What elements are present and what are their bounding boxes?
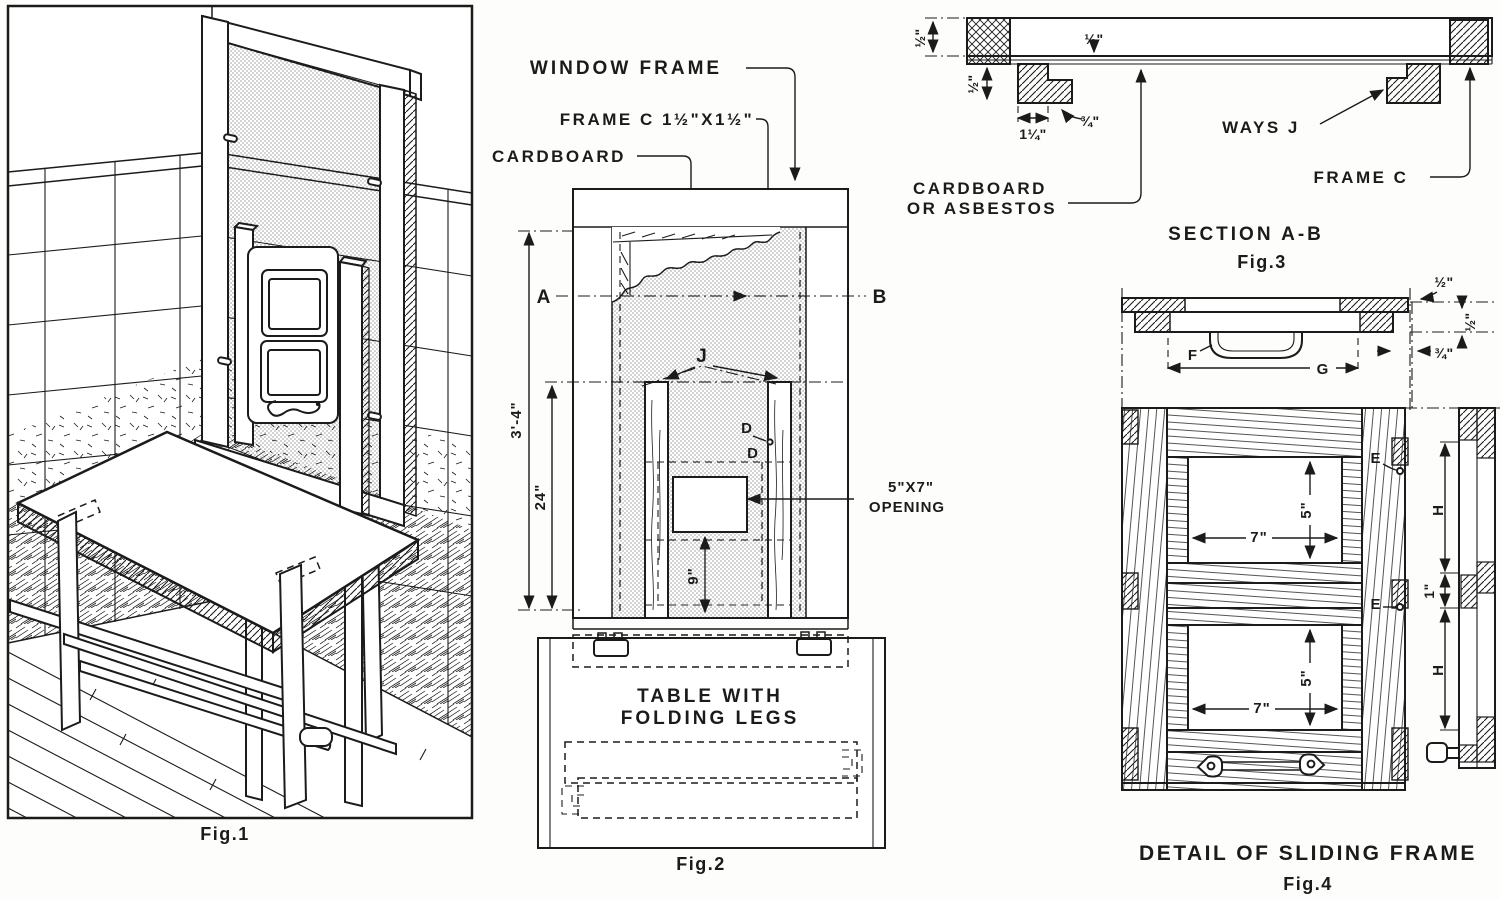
fig4-knob [1426, 742, 1448, 763]
fig4-dim-h2: H [1430, 664, 1447, 676]
fig2-label-opening: OPENING [869, 499, 945, 516]
fig2-caption: Fig.2 [676, 854, 726, 874]
fig2-table-label-1: TABLE WITH [637, 686, 783, 707]
fig4-label-f: F [1188, 347, 1198, 364]
fig4-dim-three-quarter: ¾" [1434, 345, 1453, 361]
fig3-dim-three-quarter: ¾" [1080, 113, 1099, 129]
fig3-left-way-block [1017, 63, 1073, 104]
fig4-front-view: 7" 5" 7" 5" E E [1121, 407, 1409, 791]
fig3-board [966, 17, 1493, 57]
fig4-dim-five-upper: 5" [1298, 501, 1315, 518]
fig4-title: DETAIL OF SLIDING FRAME [1139, 842, 1477, 865]
fig1-caption: Fig.1 [200, 824, 250, 844]
fig4-dim-half-side: ½" [1462, 312, 1478, 331]
fig4-dim-seven-upper: 7" [1250, 529, 1267, 546]
fig2-dim-9: 9" [685, 567, 702, 584]
fig3-label-cardboard-2: OR ASBESTOS [907, 199, 1057, 218]
fig4-dim-seven-lower: 7" [1253, 700, 1270, 717]
fig1-sliding-frame [247, 246, 339, 424]
fig3-label-ways-j: WAYS J [1222, 118, 1300, 137]
fig3-dim-half-left: ½" [912, 28, 928, 47]
fig3-label-frame-c: FRAME C [1314, 168, 1409, 187]
fig4-dim-five-lower: 5" [1298, 669, 1315, 686]
fig3-dim-half-mid: ½" [1084, 31, 1103, 47]
fig4-pull-handle [1196, 753, 1326, 778]
figure-4-sliding-frame-detail: F G ¾" ½" ½" [1121, 274, 1500, 894]
figure-2-front-elevation: WINDOW FRAME FRAME C 1½"X1½" CARDBOARD [492, 58, 945, 874]
fig1-handle [267, 400, 321, 417]
fig4-top-section: F G ¾" ½" ½" [1121, 274, 1478, 378]
figure-1-room-view: Fig.1 [6, 4, 474, 844]
fig3-label-cardboard-1: CARDBOARD [913, 179, 1047, 198]
fig2-label-cardboard: CARDBOARD [492, 147, 626, 166]
fig3-right-end-block [1449, 19, 1489, 65]
fig4-caption: Fig.4 [1283, 874, 1333, 894]
fig4-label-e1: E [1370, 450, 1381, 467]
fig3-title-section: SECTION A-B [1168, 224, 1324, 245]
fig2-opening [672, 476, 748, 533]
fig3-dim-half-low: ½" [965, 74, 981, 93]
fig2-label-j: J [696, 346, 710, 367]
fig2-label-d2: D [747, 445, 759, 462]
figure-3-section-ab: ½" ½" ½" 1¼" ¾" CARDBOARD OR ASBESTOS WA… [907, 17, 1493, 272]
fig4-dim-half-top: ½" [1434, 274, 1453, 290]
fig3-caption: Fig.3 [1237, 252, 1287, 272]
fig4-handle-section [1209, 332, 1303, 359]
fig2-table: TABLE WITH FOLDING LEGS [537, 631, 886, 849]
fig2-label-opening-size: 5"X7" [888, 479, 934, 496]
fig3-left-end-block [966, 17, 1011, 65]
fig4-upper-opening [1187, 456, 1343, 564]
fig2-label-b: B [873, 287, 890, 308]
fig4-label-e2: E [1370, 596, 1381, 613]
fig4-side-view: H 1" H [1421, 407, 1496, 769]
fig2-label-a: A [537, 287, 554, 308]
fig2-label-d1: D [741, 420, 753, 437]
fig2-table-label-2: FOLDING LEGS [621, 708, 800, 729]
fig4-dim-h1: H [1430, 504, 1447, 516]
fig2-label-window-frame: WINDOW FRAME [530, 58, 722, 79]
fig3-right-way-block [1386, 63, 1441, 104]
fig1-marble-tiles-left [8, 355, 212, 505]
fig3-dim-inch-quarter: 1¼" [1019, 126, 1047, 142]
fig2-dim-overall-height: 3'-4" [508, 401, 525, 438]
fig2-label-frame-c: FRAME C 1½"X1½" [560, 110, 754, 129]
fig2-dim-24: 24" [532, 484, 549, 511]
fig4-dim-one-inch: 1" [1421, 583, 1437, 598]
fig4-label-g: G [1317, 361, 1330, 378]
fig1-table [9, 430, 421, 810]
